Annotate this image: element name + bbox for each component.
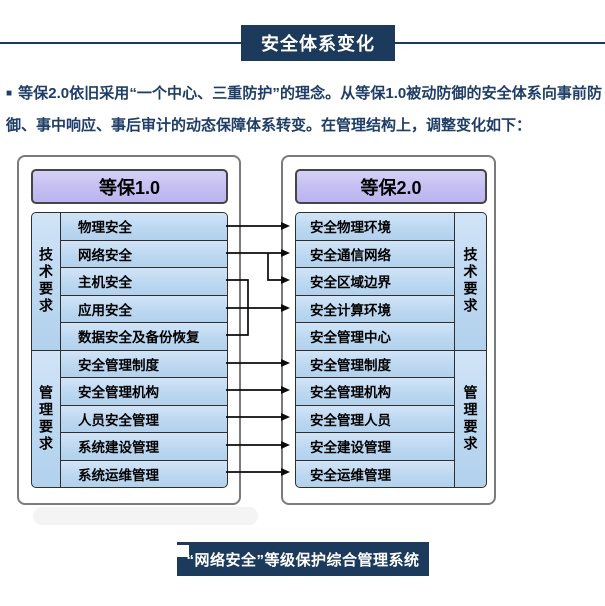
table-row: 安全管理制度 [296,350,454,377]
table-row: 安全物理环境 [296,213,454,240]
faded-watermark [33,507,258,525]
left-tech-requirements-label: 技术要求 [32,213,60,350]
footer-title: “网络安全”等级保护综合管理系统 [186,551,420,569]
table-row: 系统运维管理 [61,460,227,487]
table-row: 安全管理中心 [296,323,454,350]
table-row: 安全管理人员 [296,405,454,432]
right-mgmt-requirements-label: 管理要求 [455,350,486,487]
table-row: 安全计算环境 [296,295,454,322]
table-row: 数据安全及备份恢复 [61,323,227,350]
dengbao-2-title: 等保2.0 [360,177,422,198]
intro-paragraph: ■等保2.0依旧采用“一个中心、三重防护”的理念。从等保1.0被动防御的安全体系… [6,78,602,142]
table-row: 安全管理制度 [61,350,227,377]
table-row: 人员安全管理 [61,405,227,432]
footer-title-banner: “网络安全”等级保护综合管理系统 [177,542,429,576]
section-title-banner: 安全体系变化 [241,25,395,61]
table-row: 主机安全 [61,268,227,295]
table-row: 安全运维管理 [296,460,454,487]
table-row: 安全管理机构 [61,378,227,405]
table-row: 网络安全 [61,240,227,267]
dengbao-2-header: 等保2.0 [295,169,487,204]
left-mgmt-requirements-label: 管理要求 [32,350,60,487]
dengbao-1-header: 等保1.0 [31,169,228,204]
table-row: 安全通信网络 [296,240,454,267]
table-row: 安全区域边界 [296,268,454,295]
bullet-icon: ■ [6,88,13,99]
table-row: 安全管理机构 [296,378,454,405]
dengbao-2-table: 技术要求 管理要求 安全物理环境 安全通信网络 安全区域边界 安全计算环境 安全… [295,212,487,488]
section-title: 安全体系变化 [261,34,375,54]
table-row: 物理安全 [61,213,227,240]
banner-corner-notch [177,545,189,557]
table-row: 应用安全 [61,295,227,322]
right-tech-requirements-label: 技术要求 [455,213,486,350]
dengbao-1-table: 技术要求 管理要求 物理安全 网络安全 主机安全 应用安全 数据安全及备份恢复 … [31,212,228,488]
table-row: 安全建设管理 [296,433,454,460]
table-row: 系统建设管理 [61,433,227,460]
intro-text: 等保2.0依旧采用“一个中心、三重防护”的理念。从等保1.0被动防御的安全体系向… [6,85,602,134]
dengbao-1-title: 等保1.0 [98,177,161,198]
